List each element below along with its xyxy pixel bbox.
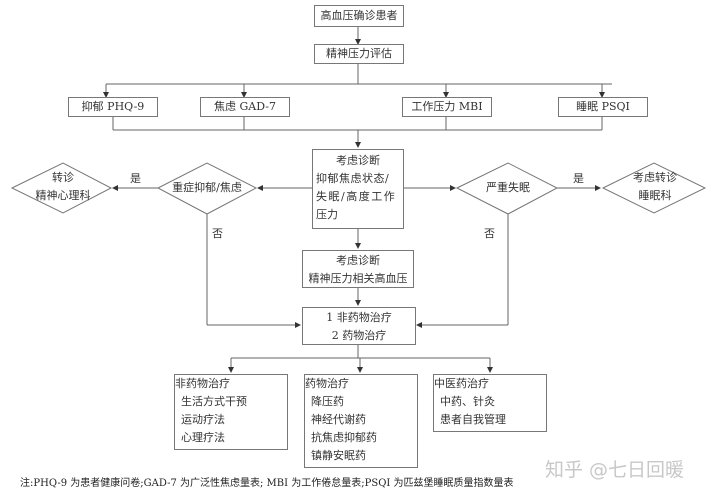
decision-right-diamond [455, 162, 559, 215]
drug-item: 抗焦虑抑郁药 [311, 431, 377, 444]
start-node-text: 高血压确诊患者 [320, 9, 398, 22]
decision-left-label: 重症抑郁/焦虑 [172, 181, 242, 194]
scale-phq9: 抑郁 PHQ-9 [68, 97, 158, 117]
edge-label-right-yes: 是 [573, 172, 584, 185]
treatment-node: 1 非药物治疗 2 药物治疗 [302, 307, 416, 345]
diagnosis2-line-1: 考虑诊断 [336, 254, 380, 267]
edge-label-right-no: 否 [484, 227, 495, 240]
diagnosis1-line-1: 考虑诊断 [336, 154, 380, 167]
non-drug-item: 生活方式干预 [181, 395, 247, 408]
scale-gad7-text: 焦虑 GAD-7 [214, 100, 276, 113]
consider-diagnosis-1: 考虑诊断 抑郁焦虑状态/ 失眠/高度工作 压力 [312, 149, 404, 229]
decision-right-text: 严重失眠 [463, 179, 553, 197]
watermark: 知乎 @七日回暖 [545, 459, 685, 481]
referral-left-diamond [10, 162, 113, 214]
scale-psqi: 睡眠 PSQI [558, 97, 648, 117]
scale-mbi: 工作压力 MBI [402, 97, 492, 117]
treatment-line-2: 2 药物治疗 [331, 329, 387, 342]
referral-left-line-2: 精神心理科 [35, 189, 91, 202]
drug-item: 镇静安眠药 [311, 449, 366, 462]
drug-therapy-box: 药物治疗 降压药 神经代谢药 抗焦虑抑郁药 镇静安眠药 [304, 374, 418, 468]
scale-mbi-text: 工作压力 MBI [411, 100, 483, 113]
referral-right-line-1: 考虑转诊 [633, 171, 677, 184]
decision-left-text: 重症抑郁/焦虑 [162, 179, 252, 197]
drug-title: 药物治疗 [305, 377, 349, 390]
edge-label-left-yes: 是 [130, 172, 141, 185]
drug-item: 神经代谢药 [311, 413, 366, 426]
edge-label-left-no: 否 [212, 227, 223, 240]
diagnosis1-line-4: 压力 [316, 208, 338, 221]
tcm-item: 患者自我管理 [440, 413, 506, 426]
diagnosis2-line-2: 精神压力相关高血压 [308, 272, 408, 285]
tcm-title: 中医药治疗 [434, 377, 489, 390]
decision-right-label: 严重失眠 [486, 181, 530, 194]
tcm-item: 中药、针灸 [440, 395, 495, 408]
diagnosis1-line-2: 抑郁焦虑状态/ [316, 172, 390, 185]
decision-left-diamond [156, 162, 258, 215]
non-drug-item: 运动疗法 [181, 413, 225, 426]
scale-gad7: 焦虑 GAD-7 [200, 97, 290, 117]
scale-psqi-text: 睡眠 PSQI [576, 100, 630, 113]
start-node: 高血压确诊患者 [314, 5, 404, 27]
consider-diagnosis-2: 考虑诊断 精神压力相关高血压 [302, 250, 414, 288]
referral-right-line-2: 睡眠科 [638, 189, 672, 202]
footnote: 注:PHQ-9 为患者健康问卷;GAD-7 为广泛性焦虑量表; MBI 为工作倦… [20, 478, 514, 489]
tcm-therapy-box: 中医药治疗 中药、针灸 患者自我管理 [433, 374, 547, 432]
drug-item: 降压药 [311, 395, 344, 408]
assessment-node: 精神压力评估 [314, 44, 404, 64]
non-drug-title: 非药物治疗 [175, 377, 230, 390]
non-drug-item: 心理疗法 [181, 431, 225, 444]
diagnosis1-line-3: 失眠/高度工作 [316, 190, 397, 203]
referral-left-text: 转诊 精神心理科 [22, 169, 104, 205]
non-drug-therapy-box: 非药物治疗 生活方式干预 运动疗法 心理疗法 [174, 374, 288, 450]
assessment-node-text: 精神压力评估 [326, 47, 392, 60]
referral-right-diamond [601, 162, 707, 214]
treatment-line-1: 1 非药物治疗 [326, 311, 392, 324]
referral-right-text: 考虑转诊 睡眠科 [612, 169, 698, 205]
referral-left-line-1: 转诊 [52, 171, 74, 184]
scale-phq9-text: 抑郁 PHQ-9 [81, 100, 145, 113]
